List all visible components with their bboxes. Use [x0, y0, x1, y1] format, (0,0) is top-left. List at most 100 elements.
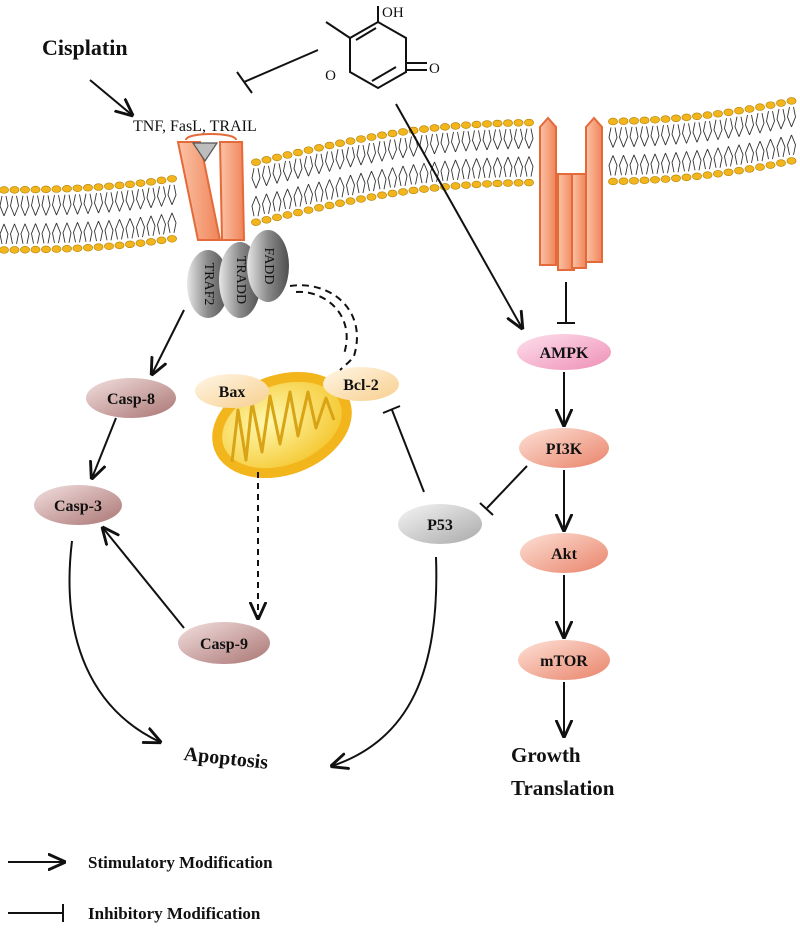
lipid-head: [324, 141, 335, 150]
lipid-head: [135, 239, 146, 247]
lipid-head: [30, 245, 41, 254]
lipid-head: [776, 99, 786, 107]
lipid-head: [776, 159, 786, 167]
lipid-head: [408, 186, 419, 195]
ampk-node: AMPK: [517, 334, 611, 370]
lipid-head: [282, 151, 293, 159]
legend-inhibitory: Inhibitory Modification: [88, 904, 261, 923]
lipid-head: [104, 242, 114, 250]
lipid-head: [345, 197, 356, 205]
lipid-head: [93, 243, 104, 251]
ampk-label: AMPK: [540, 345, 589, 362]
edge-p53-apoptosis: [332, 556, 438, 766]
lipid-head: [303, 146, 314, 154]
lipid-head: [450, 182, 461, 190]
mtor-label: mTOR: [540, 653, 588, 670]
lipid-head: [744, 165, 755, 173]
lipid-head: [62, 245, 72, 253]
inhibit-bar-bcl2: [382, 405, 401, 414]
pi3k-label: PI3K: [546, 441, 583, 458]
lipid-head: [429, 124, 440, 132]
edge-fadd-bcl2-dashed: [289, 284, 358, 371]
lipid-head: [629, 177, 639, 185]
edge-adaptors-casp8: [152, 309, 185, 374]
lipid-head: [261, 156, 272, 164]
lipid-head: [377, 191, 387, 199]
lipid-head: [167, 235, 177, 243]
lipid-head: [261, 216, 272, 224]
fadd-node: [247, 230, 289, 302]
lipid-head: [492, 179, 503, 188]
lipid-head: [51, 185, 62, 193]
edge-casp9-casp3: [103, 528, 185, 629]
lipid-head: [618, 117, 629, 125]
lipid-head: [30, 185, 41, 194]
lipid-head: [156, 236, 167, 245]
lipid-head: [20, 246, 30, 254]
growth-label: Growth: [511, 743, 581, 767]
drug-label: Cisplatin: [42, 35, 128, 60]
edge-fadd-bcl2-dashed-inner: [295, 290, 348, 355]
inhibit-bar-p53: [479, 502, 494, 516]
edge-compound-inhibits-ligand: [243, 49, 319, 83]
lipid-head: [513, 119, 524, 127]
pi3k-node: PI3K: [519, 428, 609, 468]
lipid-head: [744, 105, 755, 113]
lipid-head: [450, 122, 461, 130]
lipid-head: [62, 185, 72, 193]
lipid-head: [314, 144, 324, 152]
lipid-head: [608, 177, 618, 186]
lipid-head: [356, 195, 366, 203]
cell-membrane: [0, 97, 797, 254]
lipid-head: [303, 206, 314, 214]
lipid-head: [387, 129, 398, 138]
lipid-head: [9, 246, 20, 254]
tradd-label: TRADD: [233, 256, 248, 304]
ring-oxygen-label: O: [325, 68, 336, 84]
fadd-label: FADD: [261, 247, 276, 284]
lipid-head: [398, 188, 408, 196]
lipid-head: [0, 246, 9, 254]
lipid-head: [503, 119, 513, 127]
lipid-head: [398, 128, 408, 136]
lipid-head: [482, 180, 492, 188]
lipid-head: [650, 116, 660, 124]
lipid-head: [146, 178, 156, 186]
lipid-head: [135, 179, 146, 187]
akt-label: Akt: [551, 546, 577, 563]
lipid-head: [681, 173, 692, 182]
lipid-head: [345, 137, 356, 145]
lipid-head: [419, 185, 429, 193]
lipid-head: [0, 186, 9, 194]
lipid-head: [125, 180, 135, 189]
legend-stimulatory: Stimulatory Modification: [88, 853, 273, 872]
lipid-head: [125, 240, 135, 249]
lipid-head: [356, 135, 366, 143]
death-receptor: [176, 133, 246, 241]
lipid-head: [366, 133, 377, 141]
lipid-head: [629, 117, 639, 125]
lipid-head: [272, 153, 282, 162]
traf2-label: TRAF2: [201, 263, 216, 306]
apoptosis-label: Apoptosis: [183, 743, 270, 774]
lipid-head: [429, 184, 440, 192]
lipid-head: [324, 201, 335, 210]
lipid-head: [471, 180, 482, 189]
edge-casp3-apoptosis: [68, 540, 160, 742]
lipid-head: [114, 181, 125, 190]
lipid-head: [524, 178, 534, 187]
lipid-head: [93, 183, 104, 191]
lipid-head: [72, 244, 83, 252]
lipid-head: [251, 218, 261, 226]
casp3-label: Casp-3: [54, 498, 102, 515]
edge-casp8-casp3: [92, 417, 117, 478]
traf2-node: [187, 250, 229, 318]
lipid-head: [482, 120, 492, 128]
lipid-head: [104, 182, 114, 190]
lipid-head: [167, 175, 177, 183]
lipid-head: [293, 148, 303, 157]
bax-label: Bax: [219, 384, 246, 401]
translation-label: Translation: [511, 776, 615, 800]
